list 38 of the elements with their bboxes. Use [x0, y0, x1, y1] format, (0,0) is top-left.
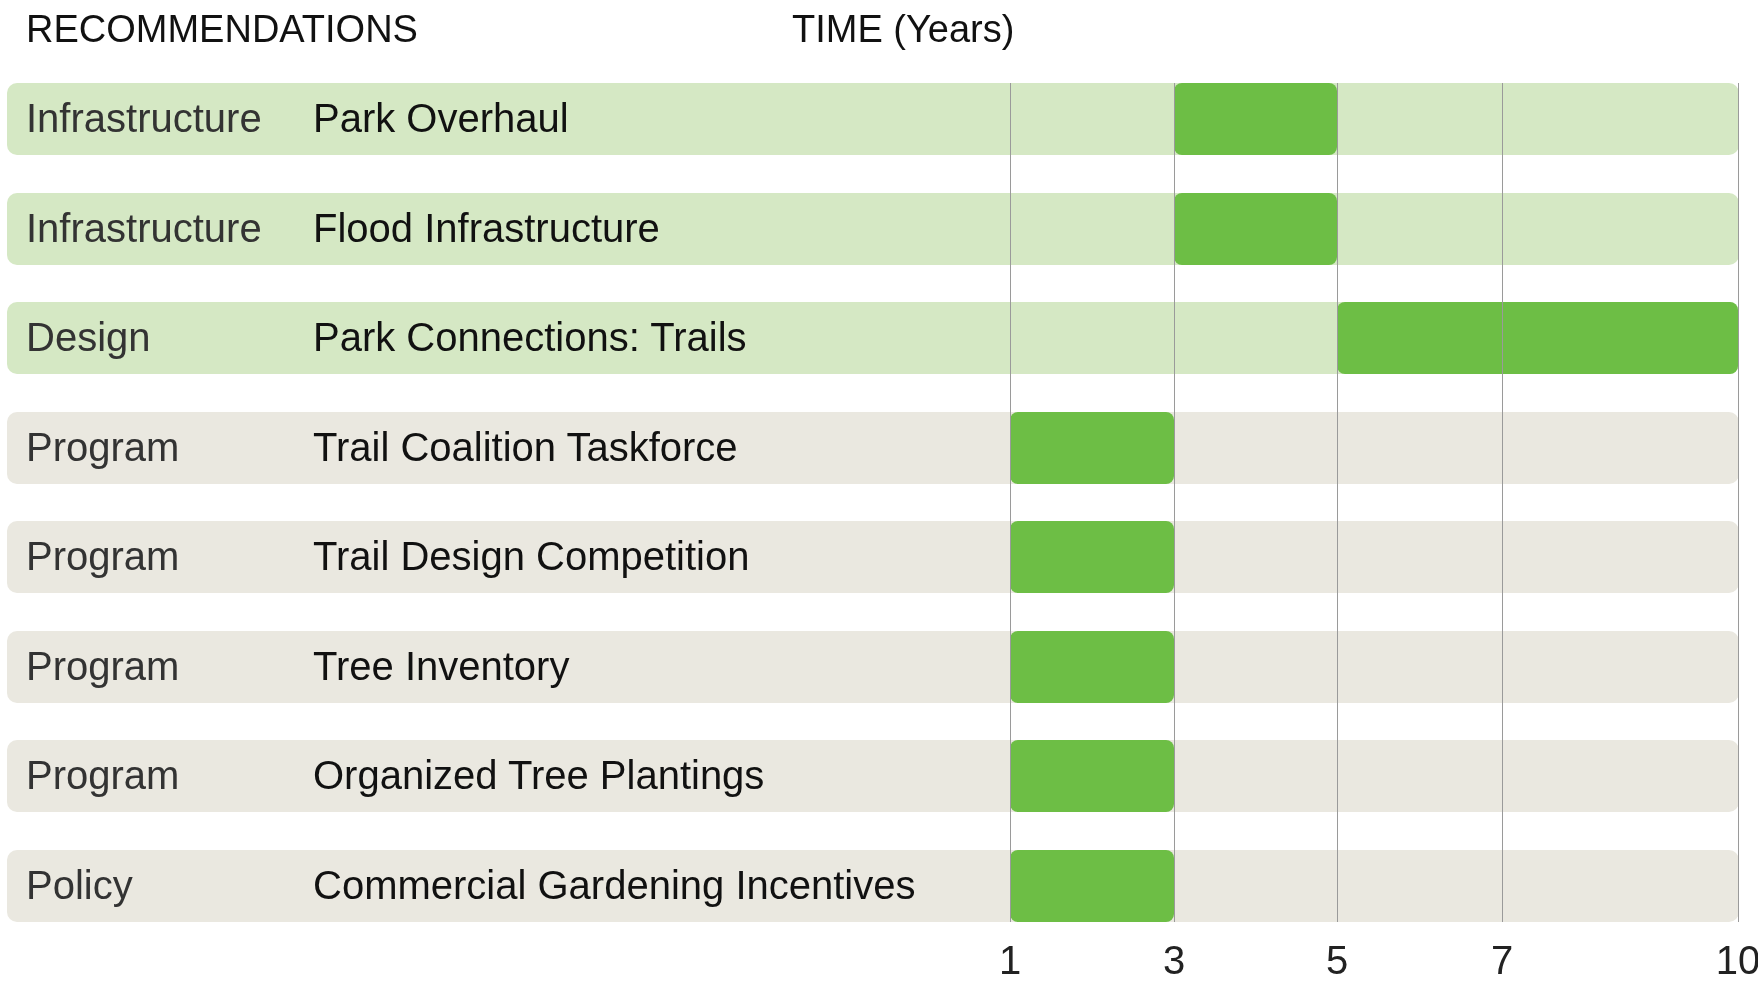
timeline-bar: [1010, 630, 1174, 703]
axis-tick-label: 1: [998, 938, 1022, 983]
recommendation-label: Organized Tree Plantings: [313, 753, 765, 798]
timeline-bar: [1010, 849, 1174, 922]
category-label: Infrastructure: [26, 205, 262, 251]
timeline-bar: [1174, 192, 1337, 265]
recommendation-label: Flood Infrastructure: [313, 205, 660, 251]
timeline-bar: [1010, 521, 1174, 593]
column-header: RECOMMENDATIONS: [26, 8, 418, 51]
row-band: [7, 740, 1739, 812]
axis-tick-label: 3: [1162, 938, 1186, 983]
row-band: [7, 411, 1739, 484]
recommendation-label: Trail Coalition Taskforce: [313, 424, 738, 470]
row-band: [7, 83, 1739, 155]
category-label: Design: [26, 315, 151, 360]
category-label: Infrastructure: [26, 96, 262, 141]
category-label: Program: [26, 534, 180, 579]
row-band: [7, 192, 1739, 265]
column-header: TIME (Years): [792, 8, 1015, 51]
category-label: Program: [26, 424, 180, 470]
recommendation-label: Tree Inventory: [313, 643, 570, 689]
row-band: [7, 302, 1739, 374]
timeline-bar: [1010, 740, 1174, 812]
recommendation-label: Park Overhaul: [313, 96, 569, 141]
category-label: Program: [26, 643, 180, 689]
axis-tick-label: 7: [1490, 938, 1514, 983]
axis-tick-label: 5: [1325, 938, 1349, 983]
row-band: [7, 630, 1739, 703]
recommendation-label: Trail Design Competition: [313, 534, 750, 579]
row-band: [7, 849, 1739, 922]
recommendation-label: Park Connections: Trails: [313, 315, 747, 360]
timeline-bar: [1010, 411, 1174, 484]
category-label: Program: [26, 753, 180, 798]
category-label: Policy: [26, 862, 133, 908]
recommendation-label: Commercial Gardening Incentives: [313, 862, 916, 908]
row-band: [7, 521, 1739, 593]
timeline-bar: [1337, 302, 1738, 374]
timeline-bar: [1174, 83, 1337, 155]
